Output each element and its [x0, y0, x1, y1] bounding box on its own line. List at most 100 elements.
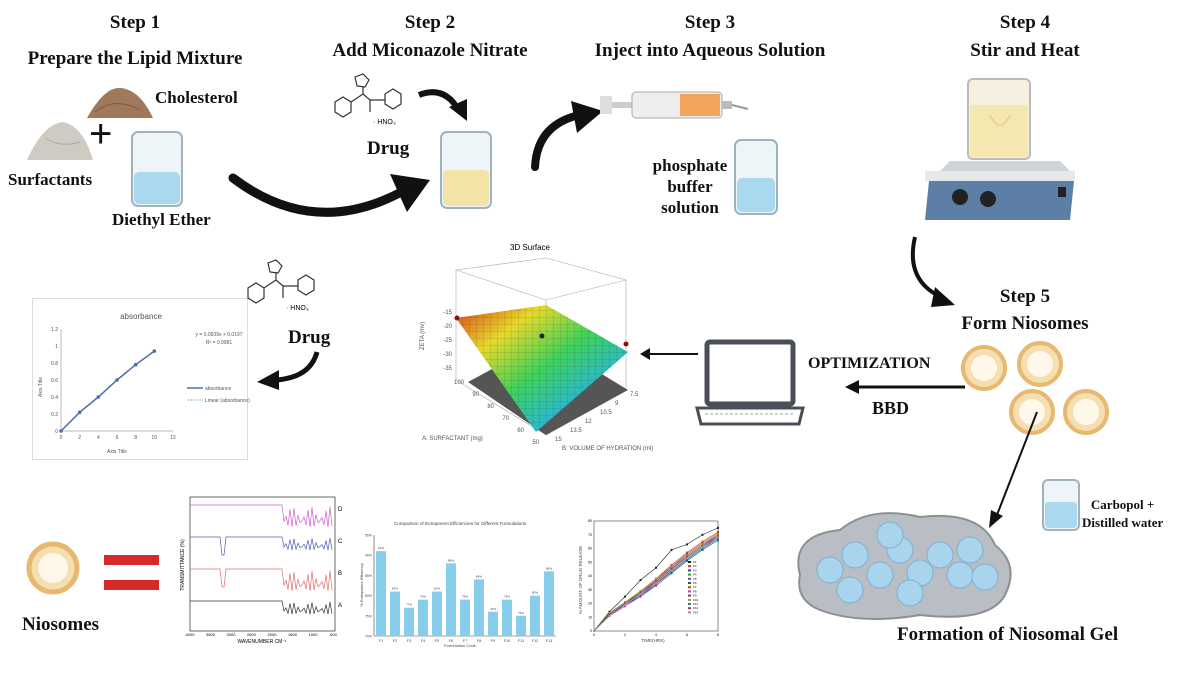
data-point — [655, 579, 657, 582]
data-point — [624, 605, 626, 608]
absorbance-xlabel: Axis Title — [107, 449, 127, 455]
niosome-sphere-icon — [971, 563, 999, 591]
legend-swatch — [688, 569, 691, 572]
bar-F12 — [530, 595, 540, 636]
legend-entry: F9 — [693, 594, 697, 598]
step1-number: Step 1 — [109, 12, 161, 33]
data-point — [701, 540, 704, 543]
absorbance-chart: absorbance y = 0.0939x + 0.0197 R² = 0.9… — [38, 312, 250, 455]
ftir-spectrum-C — [190, 536, 333, 556]
legend-entry: F3 — [693, 568, 697, 572]
data-point — [655, 566, 657, 569]
x-tick-label: F10 — [504, 639, 511, 643]
curved-arrow-icon — [228, 173, 430, 217]
x-tick-label: 2000 — [268, 632, 278, 637]
x-tick-label: 6 — [686, 633, 688, 637]
legend-entry: F12 — [693, 606, 699, 610]
bar-F10 — [502, 599, 512, 636]
release-xlabel: TIME(HRS) — [641, 638, 665, 643]
step1-title: Prepare the Lipid Mixture — [27, 48, 243, 69]
entrapment-bar-chart: Comparison of Entrapment Efficiencies fo… — [359, 521, 556, 648]
data-point — [717, 535, 719, 538]
x-tick-label: F7 — [463, 639, 467, 643]
bar-value-label: 76% — [490, 607, 496, 611]
data-point — [670, 548, 673, 551]
surface-xlabel: A: SURFACTANT (mg) — [422, 436, 483, 442]
niosome-sphere-icon — [956, 536, 984, 564]
data-point — [701, 543, 704, 546]
y-tick-label: 75% — [365, 614, 372, 618]
beaker-phosphate-buffer-icon — [734, 139, 778, 215]
ftir-xlabel: WAVENUMBER CM⁻¹ — [237, 639, 287, 645]
legend-entry: F11 — [693, 602, 698, 606]
data-point — [655, 580, 657, 583]
data-point — [639, 591, 642, 594]
bar-F1 — [376, 551, 386, 636]
data-point — [686, 551, 688, 554]
x-tick-label: 8 — [134, 435, 137, 441]
optimization-label: OPTIMIZATION — [808, 355, 931, 372]
step5-title: Form Niosomes — [961, 313, 1089, 334]
niosome-sphere-icon — [926, 541, 954, 569]
x-tick-label: F8 — [477, 639, 481, 643]
surface-plot: 3D Surface ZETA (mv) A: SURFACTANT (mg) … — [420, 243, 653, 452]
x-tick-label: 2 — [624, 633, 626, 637]
arrow-left-icon — [845, 380, 965, 394]
surface-title: 3D Surface — [510, 243, 551, 252]
bar-F8 — [474, 579, 484, 636]
legend-absorbance: absorbance — [205, 386, 231, 392]
x-tick-label: 0 — [593, 633, 595, 637]
z-tick-label: -30 — [443, 352, 452, 358]
bar-xlabel: Formulation Code — [444, 643, 477, 648]
bar-value-label: 80% — [532, 591, 538, 595]
bar-F3 — [404, 607, 414, 636]
release-ylabel: % AMOUNT OF DRUG RELEASE — [578, 546, 583, 614]
bar-ylabel: % Entrapment Efficiency — [359, 563, 364, 607]
x-tick-label: 0 — [60, 435, 63, 441]
step4-number: Step 4 — [999, 12, 1051, 33]
bbd-label: BBD — [872, 398, 910, 418]
curved-arrow-icon — [417, 89, 467, 121]
x-tick-label: 600 — [330, 632, 337, 637]
data-point — [133, 362, 138, 367]
data-point — [686, 555, 688, 558]
ftir-ylabel: TRANSMITTANCE (%) — [180, 539, 186, 591]
hno3-text: · HNO₃ — [373, 119, 396, 126]
ftir-chart: WAVENUMBER CM⁻¹ TRANSMITTANCE (%) DCBA40… — [180, 496, 343, 645]
bar-value-label: 79% — [462, 595, 468, 599]
surfactants-label: Surfactants — [8, 170, 93, 189]
regression-equation: y = 0.0939x + 0.0197 — [196, 332, 243, 338]
data-point — [701, 542, 704, 544]
y-tick-label: 20 — [588, 602, 592, 606]
data-point — [670, 572, 673, 575]
legend-entry: F4 — [693, 573, 697, 577]
x-tick-label: F9 — [491, 639, 495, 643]
step3-title: Inject into Aqueous Solution — [594, 40, 826, 61]
y-tick-label: 95% — [365, 534, 372, 538]
ftir-spectrum-B — [190, 568, 333, 592]
data-point — [608, 613, 611, 616]
y-tick-label: 10.5 — [600, 410, 612, 416]
y-tick-label: 0 — [590, 629, 592, 633]
bar-value-label: 77% — [406, 603, 412, 607]
buffer-text: buffer — [667, 177, 713, 196]
beaker-carbopol-icon — [1042, 479, 1080, 531]
data-point — [670, 569, 673, 572]
arrow-down-left-icon — [989, 411, 1038, 528]
y-tick-label: 80 — [588, 519, 592, 523]
niosome-sphere-icon — [836, 576, 864, 604]
y-tick-label: 15 — [555, 437, 562, 443]
niosome-sphere-icon — [896, 579, 924, 607]
legend-entry: F10 — [693, 598, 699, 602]
x-tick-label: F3 — [407, 639, 411, 643]
niosome-icon — [961, 345, 1007, 391]
curved-arrow-icon — [257, 351, 320, 390]
x-tick-label: 100 — [454, 380, 465, 386]
data-point — [717, 536, 719, 539]
x-tick-label: 60 — [517, 428, 524, 434]
data-point — [639, 590, 642, 593]
bar-title: Comparison of Entrapment Efficiencies fo… — [394, 521, 527, 526]
hotplate-stirrer-icon — [925, 78, 1075, 220]
data-point — [639, 579, 642, 582]
absorbance-title: absorbance — [120, 312, 162, 321]
